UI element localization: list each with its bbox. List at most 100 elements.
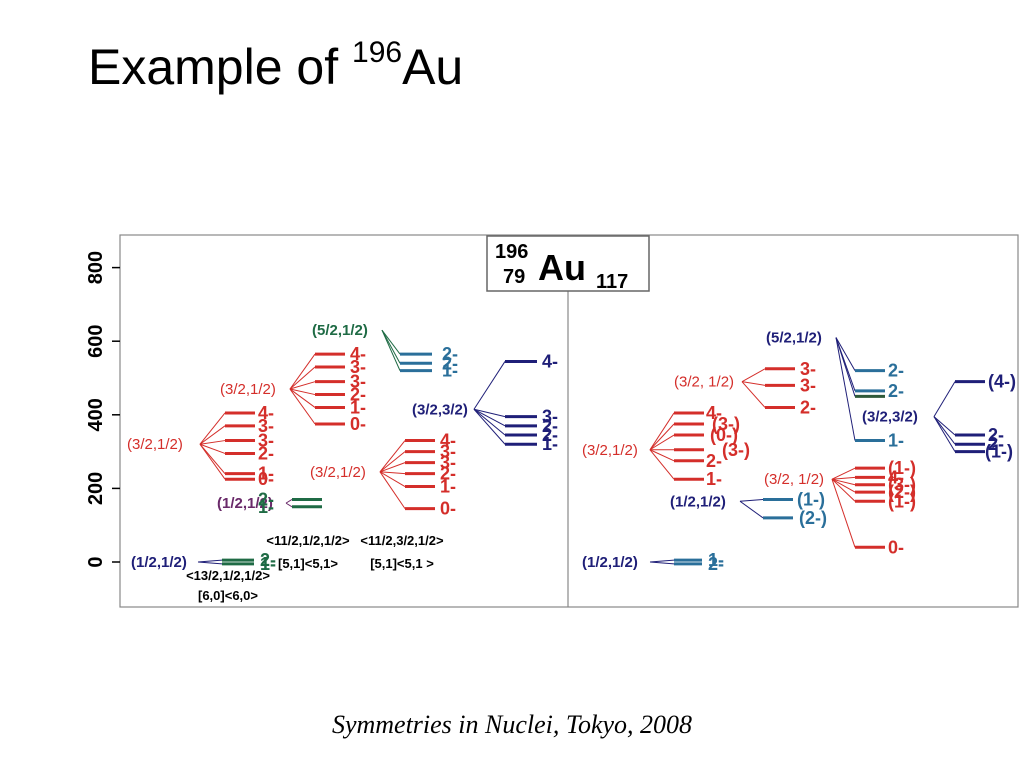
slide-title: Example of 196Au	[88, 38, 463, 93]
level-spin-label: 4-	[350, 344, 366, 364]
fan-line	[741, 381, 766, 408]
fan-line	[379, 462, 406, 473]
level-spin-label: (1-)	[797, 489, 825, 509]
level-spin-label: 2-	[988, 425, 1004, 445]
fan-line	[933, 381, 956, 417]
level-group: (3/2,1/2)4-(3-)(0-)(3-)2-1-	[582, 403, 750, 489]
level-spin-label: 3-	[258, 431, 274, 451]
fan-line	[649, 423, 675, 451]
level-group: (5/2,1/2)2-2-1-	[766, 330, 904, 451]
fan-line	[197, 561, 223, 565]
level-spin-label: 1-	[888, 431, 904, 451]
level-spin-label: (1-)	[985, 442, 1013, 462]
axis-tick-label: 600	[85, 325, 107, 358]
fan-line	[739, 500, 764, 519]
level-spin-label: 4-	[888, 467, 904, 487]
fan-line	[473, 408, 506, 445]
fan-line	[835, 337, 856, 397]
level-spin-label: (3-)	[888, 475, 916, 495]
level-group: (3/2,3/2)4-3-2-2-1-	[412, 351, 558, 454]
group-label: (1/2,1/2)	[670, 493, 726, 510]
level-spin-label: 0-	[888, 537, 904, 557]
level-spin-label: 2-	[708, 554, 724, 574]
group-label: (3/2,1/2)	[582, 442, 638, 459]
axis-tick-label: 800	[85, 251, 107, 284]
fan-line	[649, 559, 675, 563]
fan-line	[379, 471, 406, 487]
level-spin-label: (2-)	[888, 482, 916, 502]
fan-line	[831, 478, 856, 493]
fan-line	[289, 366, 316, 390]
plot-border	[119, 234, 1019, 608]
nucleus-mass-number: 196	[495, 241, 528, 263]
level-spin-label: 4-	[542, 351, 558, 371]
level-spin-label: 2-	[350, 385, 366, 405]
level-group: (1/2,1/2)1-2-	[582, 550, 724, 574]
title-mass-number: 196	[352, 36, 403, 69]
group-label: (3/2,3/2)	[412, 401, 468, 418]
fan-line	[473, 408, 506, 418]
fan-line	[285, 502, 293, 508]
level-spin-label: 2-	[440, 464, 456, 484]
fan-line	[197, 559, 223, 563]
fan-line	[285, 499, 293, 504]
configuration-label: <11/2,3/2,1/2>	[360, 533, 444, 548]
group-label: (3/2,1/2)	[310, 464, 366, 481]
group-label: (3/2,1/2)	[220, 381, 276, 398]
level-spin-label: 1-	[258, 497, 274, 517]
group-label: (5/2,1/2)	[312, 322, 368, 339]
level-group: (1/2,1/2)2-1-<13/2,1/2,1/2>[6,0]<6,0>	[131, 550, 276, 603]
level-spin-label: (4-)	[988, 372, 1016, 392]
fan-line	[199, 412, 226, 445]
level-spin-label: 2-	[258, 489, 274, 509]
fan-line	[831, 478, 856, 486]
nucleus-neutron-number: 117	[596, 271, 628, 293]
fan-line	[379, 440, 406, 473]
fan-line	[379, 451, 406, 473]
footer-citation: Symmetries in Nuclei, Tokyo, 2008	[331, 710, 693, 739]
level-spin-label: 3-	[440, 453, 456, 473]
level-group: (3/2, 1/2)3-3-2-	[674, 359, 816, 418]
group-label: (1/2,1/2)	[582, 554, 638, 571]
level-spin-label: 0-	[440, 499, 456, 519]
group-label: (3/2, 1/2)	[674, 374, 734, 391]
fan-line	[381, 329, 401, 371]
level-spin-label: 4-	[440, 431, 456, 451]
fan-line	[473, 361, 506, 410]
level-spin-label: 2-	[542, 425, 558, 445]
level-group: (3/2,1/2)4-3-3-2-1-0-<11/2,3/2,1/2>[5,1]…	[310, 431, 456, 571]
fan-line	[831, 467, 856, 480]
group-label: (1/2,1/2)	[131, 554, 187, 571]
fan-line	[199, 443, 226, 454]
configuration-label: [5,1]<5,1>	[278, 556, 338, 571]
level-spin-label: 4-	[258, 403, 274, 423]
group-label: (3/2,1/2)	[127, 436, 183, 453]
fan-line	[831, 478, 856, 502]
configuration-label: <11/2,1/2,1/2>	[266, 533, 350, 548]
fan-line	[199, 425, 226, 445]
fan-line	[289, 388, 316, 396]
fan-line	[289, 388, 316, 425]
level-spin-label: 4-	[706, 403, 722, 423]
fan-line	[835, 337, 856, 371]
level-spin-label: 2-	[258, 443, 274, 463]
nucleus-box	[486, 235, 650, 292]
level-spin-label: 1-	[542, 434, 558, 454]
configuration-label: [6,0]<6,0>	[198, 588, 258, 603]
fan-line	[835, 337, 856, 441]
level-group: (3/2,1/2)4-3-3-2-1-0-	[127, 403, 274, 489]
configuration-label: <13/2,1/2,1/2>	[186, 568, 270, 583]
level-spin-label: 2-	[988, 434, 1004, 454]
level-spin-label: (2-)	[799, 508, 827, 528]
level-spin-label: 3-	[542, 407, 558, 427]
level-spin-label: 1-	[706, 469, 722, 489]
left-panel-levels: (1/2,1/2)2-1-<13/2,1/2,1/2>[6,0]<6,0>(3/…	[127, 322, 558, 603]
level-spin-label: (0-)	[710, 425, 738, 445]
fan-line	[289, 353, 316, 390]
fan-line	[473, 408, 506, 436]
level-spin-label: (3-)	[722, 440, 750, 460]
level-spin-label: (1-)	[888, 458, 916, 478]
level-spin-label: 3-	[350, 372, 366, 392]
level-group: (1/2,1/2)2-1-<11/2,1/2,1/2>[5,1]<5,1>	[217, 489, 350, 571]
fan-line	[649, 434, 675, 451]
